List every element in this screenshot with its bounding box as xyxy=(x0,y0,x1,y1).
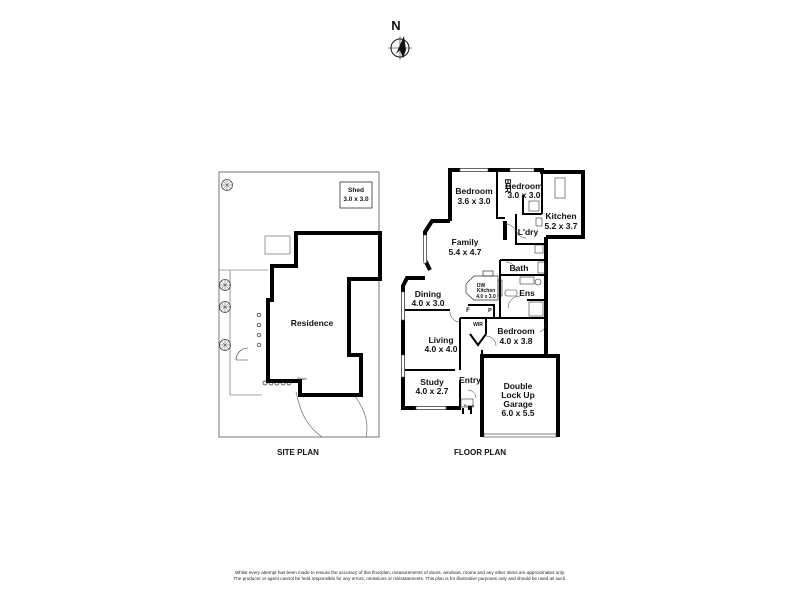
floor-plan-caption: FLOOR PLAN xyxy=(454,448,506,457)
floor-plan: Bedroom 3.6 x 3.0 Bedroom 3.0 x 3.0 Kitc… xyxy=(401,168,585,457)
kitchen-bench xyxy=(465,270,503,301)
kitchen-2-size: 5.2 x 3.7 xyxy=(544,221,577,231)
residence-label: Residence xyxy=(291,318,334,328)
tree-icon xyxy=(219,339,231,351)
study-name: Study xyxy=(420,377,444,387)
family-name: Family xyxy=(452,237,479,247)
kitchen-2-name: Kitchen xyxy=(545,211,576,221)
room-labels: Bedroom 3.6 x 3.0 Bedroom 3.0 x 3.0 Kitc… xyxy=(411,179,577,418)
site-gate xyxy=(235,347,249,361)
pantry-label: P xyxy=(488,308,492,314)
garage-line-3: Garage xyxy=(503,399,533,409)
kitchen-name: Kitchen xyxy=(477,288,495,294)
residence-footprint xyxy=(266,231,382,397)
shed-name: Shed xyxy=(348,187,364,194)
site-boundary xyxy=(218,171,380,438)
living-name: Living xyxy=(428,335,453,345)
door-swings xyxy=(449,223,547,399)
floor-plan-interior-walls xyxy=(405,172,546,408)
family-size: 5.4 x 4.7 xyxy=(448,247,481,257)
living-size: 4.0 x 4.0 xyxy=(424,344,457,354)
shed-size: 3.0 x 3.0 xyxy=(343,196,369,203)
bathroom-fixtures xyxy=(504,177,566,317)
site-plan-caption: SITE PLAN xyxy=(277,448,319,457)
site-plan: Shed 3.0 x 3.0 Residence Porch SITE PLAN xyxy=(218,171,382,457)
windows xyxy=(401,168,535,410)
garage-size: 6.0 x 5.5 xyxy=(501,408,534,418)
bedroom-1-size: 4.0 x 3.8 xyxy=(499,336,532,346)
garage-door xyxy=(483,433,557,438)
site-pergola xyxy=(264,235,291,255)
study-size: 4.0 x 2.7 xyxy=(415,386,448,396)
disclaimer: Whilst every attempt has been made to en… xyxy=(0,570,800,582)
dishwasher-label: DW xyxy=(477,283,486,289)
bedroom-1-name: Bedroom xyxy=(497,326,535,336)
bedroom-3-name: Bedroom xyxy=(505,181,543,191)
laundry-label: L'dry xyxy=(518,227,539,237)
kitchen-size: 4.0 x 3.0 xyxy=(476,294,496,300)
bath-label: Bath xyxy=(510,263,529,273)
wir-label: WIR xyxy=(473,322,483,328)
disclaimer-line-2: The producer or agent cannot be held res… xyxy=(233,576,567,581)
site-driveway xyxy=(295,391,323,438)
tree-icon xyxy=(221,179,233,191)
dining-name: Dining xyxy=(415,289,441,299)
site-porch-columns xyxy=(256,312,292,386)
garage-line-1: Double xyxy=(504,381,533,391)
porch-area xyxy=(460,398,474,408)
tree-icon xyxy=(219,301,231,313)
porch-label: Porch xyxy=(464,403,474,408)
entry-label: Entry xyxy=(459,375,481,385)
site-porch-label: Porch xyxy=(297,377,306,381)
shed xyxy=(339,181,373,209)
bedroom-3-size: 3.0 x 3.0 xyxy=(507,190,540,200)
fridge-label: F xyxy=(466,308,470,314)
compass-north-arrow-icon xyxy=(388,36,412,60)
bedroom-2-size: 3.6 x 3.0 xyxy=(457,196,490,206)
bir-label: BIR xyxy=(503,179,513,194)
disclaimer-line-1: Whilst every attempt has been made to en… xyxy=(234,570,566,575)
tree-icon xyxy=(219,279,231,291)
garage-line-2: Lock Up xyxy=(501,390,535,400)
ensuite-label: Ens xyxy=(519,288,535,298)
bedroom-2-name: Bedroom xyxy=(455,186,493,196)
compass: N xyxy=(388,18,412,60)
compass-north-label: N xyxy=(391,18,400,33)
dining-size: 4.0 x 3.0 xyxy=(411,298,444,308)
